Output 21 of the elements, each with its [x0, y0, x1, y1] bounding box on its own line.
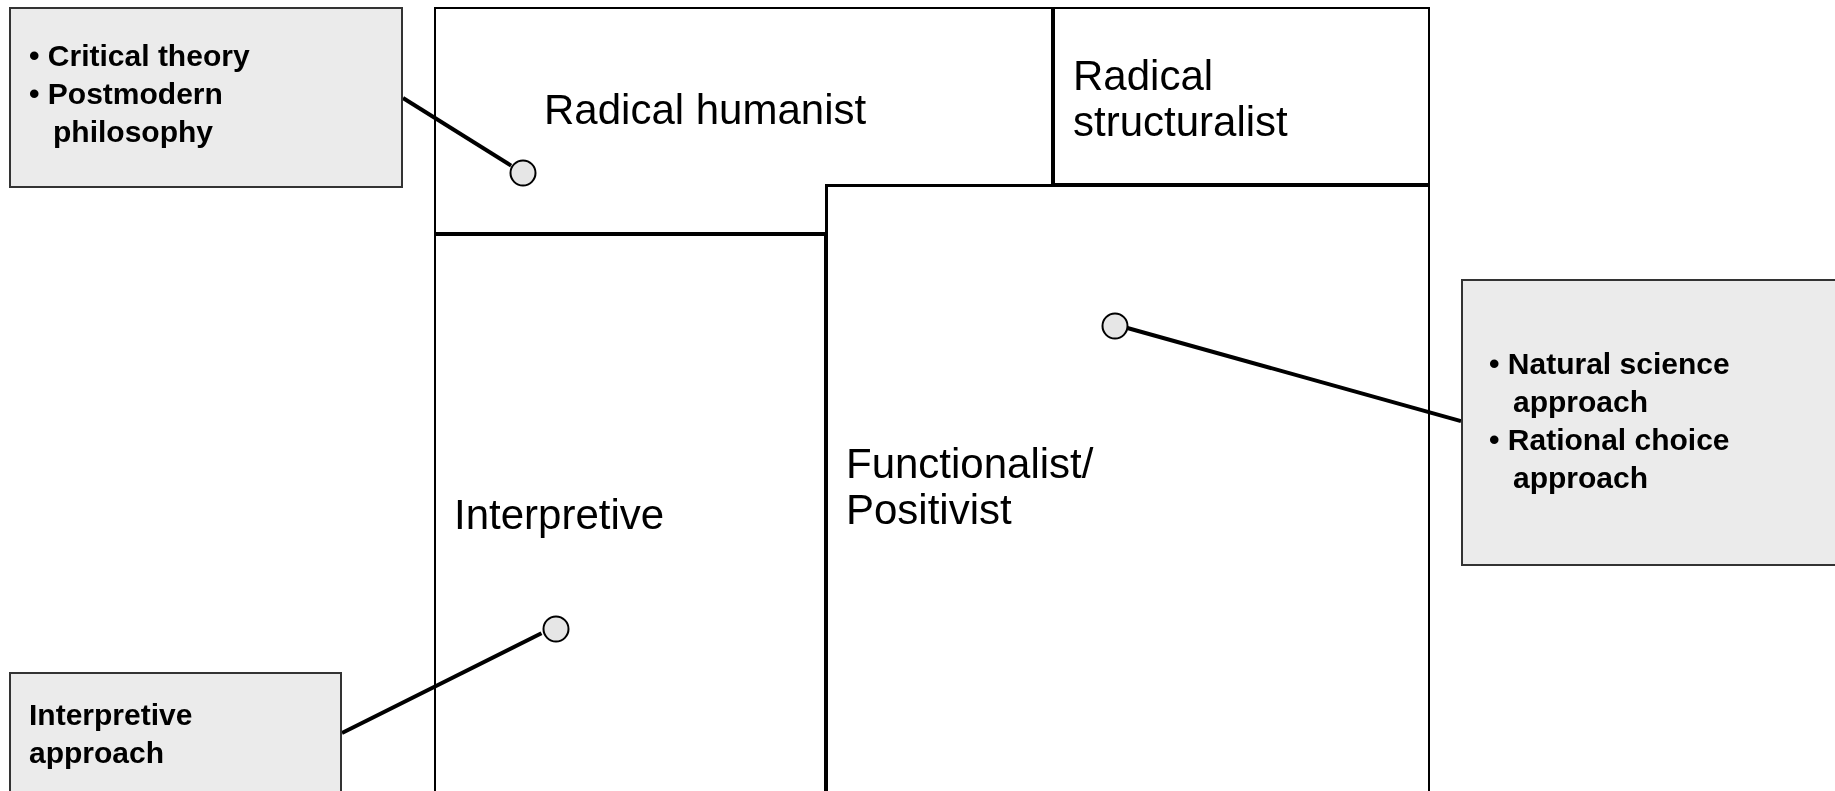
quadrant-label: Radical structuralist — [1073, 53, 1289, 145]
callout-box — [1461, 279, 1835, 566]
quadrant-label: Interpretive — [454, 492, 666, 538]
bullet-item: • Critical theory — [29, 38, 251, 74]
leader-line — [341, 631, 543, 735]
leader-line — [1125, 325, 1462, 423]
bullet-item: • Natural science approach — [1489, 346, 1731, 420]
callout-box — [9, 7, 403, 188]
leader-line — [401, 96, 513, 168]
quadrant-box — [826, 185, 1430, 791]
quadrant-box — [434, 234, 826, 791]
marker-circle — [509, 159, 537, 187]
bullet-item: • Postmodern philosophy — [29, 76, 224, 150]
quadrant-label: Radical humanist — [544, 87, 868, 133]
quadrant-box — [1053, 7, 1430, 185]
callout-box — [9, 672, 342, 791]
marker-circle — [542, 615, 570, 643]
marker-circle — [1101, 312, 1129, 340]
bullet-item: • Rational choice approach — [1489, 422, 1731, 496]
quadrant-label: Functionalist/ Positivist — [846, 441, 1095, 533]
callout-text: Interpretive approach — [29, 697, 194, 771]
